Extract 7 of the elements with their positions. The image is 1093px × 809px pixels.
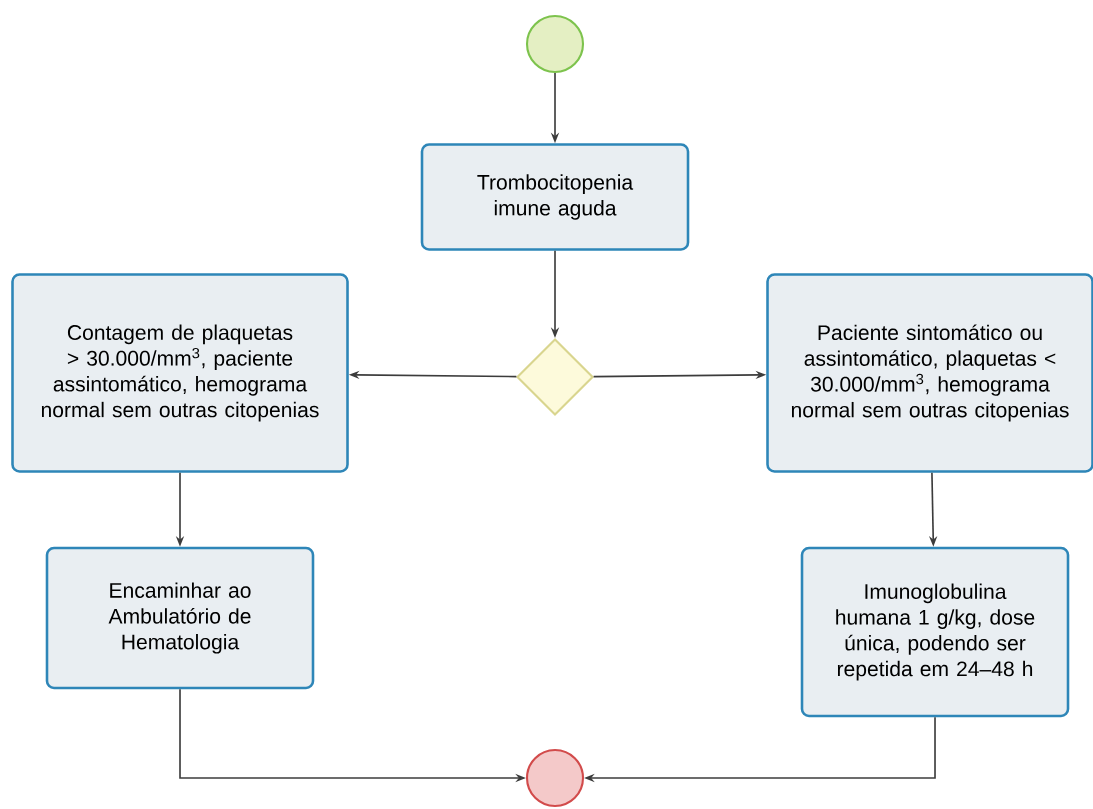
process-box: Imunoglobulina humana 1 g/kg, dose única, podendo ser repetida em 24–48 h (800, 546, 1070, 718)
process-box: Encaminhar ao Ambulatório de Hematologia (45, 546, 315, 690)
process-box: Paciente sintomático ou assintomático, plaquetas < 30.000/mm$^{3}$, hemograma normal sem outras citopenias (766, 273, 1093, 473)
end-circle (525, 748, 585, 808)
process-box: Trombocitopenia imune aguda (420, 143, 690, 251)
start-circle (525, 14, 585, 74)
process-box: Contagem de plaquetas > 30.000/mm$^{3}$, paciente assintomático, hemograma normal sem outras citopenias (11, 273, 349, 473)
